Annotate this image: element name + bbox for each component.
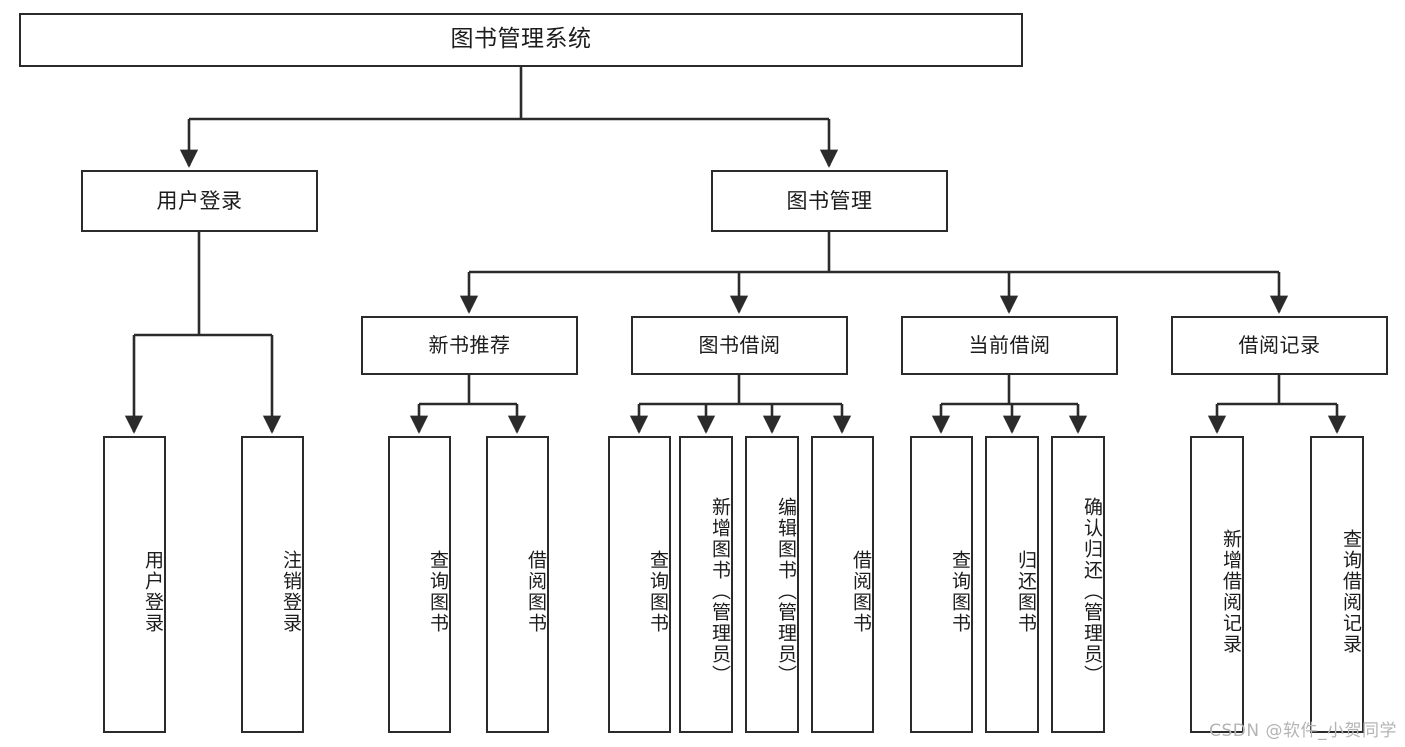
node-user-login[interactable]: 用户登录 [81,170,318,232]
node-leaf-borrow-book-bb-label: 借阅图书 [850,549,872,634]
node-leaf-confirm-return-label: 确认归还（管理员） [1081,497,1103,686]
node-borrow-record[interactable]: 借阅记录 [1171,316,1388,375]
node-leaf-edit-book-label: 编辑图书（管理员） [775,497,797,686]
node-current-borrow[interactable]: 当前借阅 [901,316,1118,375]
node-user-login-label: 用户登录 [156,188,243,213]
node-root[interactable]: 图书管理系统 [19,13,1023,67]
node-leaf-add-book-label: 新增图书（管理员） [709,497,731,686]
node-leaf-query-book-nb[interactable]: 查询图书 [388,436,451,733]
node-leaf-query-book-cb-label: 查询图书 [949,549,971,634]
node-new-book-recommend[interactable]: 新书推荐 [361,316,578,375]
node-leaf-query-book-bb-label: 查询图书 [647,549,669,634]
node-leaf-borrow-book-nb-label: 借阅图书 [525,549,547,634]
node-leaf-confirm-return[interactable]: 确认归还（管理员） [1051,436,1105,733]
node-leaf-add-book[interactable]: 新增图书（管理员） [679,436,733,733]
node-leaf-logout-label: 注销登录 [280,549,302,634]
node-book-borrow[interactable]: 图书借阅 [631,316,848,375]
node-leaf-add-record-label: 新增借阅记录 [1220,528,1242,655]
node-leaf-borrow-book-nb[interactable]: 借阅图书 [486,436,549,733]
node-book-borrow-label: 图书借阅 [698,332,781,357]
node-root-label: 图书管理系统 [450,26,592,53]
node-book-manage[interactable]: 图书管理 [711,170,948,232]
node-leaf-return-book-label: 归还图书 [1015,549,1037,634]
node-leaf-edit-book[interactable]: 编辑图书（管理员） [745,436,799,733]
node-leaf-return-book[interactable]: 归还图书 [985,436,1039,733]
node-leaf-query-book-cb[interactable]: 查询图书 [910,436,973,733]
node-leaf-user-login-label: 用户登录 [142,549,164,634]
node-leaf-query-book-nb-label: 查询图书 [427,549,449,634]
node-borrow-record-label: 借阅记录 [1238,332,1321,357]
node-book-manage-label: 图书管理 [786,188,873,213]
node-leaf-logout[interactable]: 注销登录 [241,436,304,733]
node-new-book-recommend-label: 新书推荐 [428,332,511,357]
node-leaf-user-login[interactable]: 用户登录 [103,436,166,733]
node-leaf-query-book-bb[interactable]: 查询图书 [608,436,671,733]
node-leaf-add-record[interactable]: 新增借阅记录 [1190,436,1244,733]
node-leaf-query-record-label: 查询借阅记录 [1340,528,1362,655]
node-leaf-borrow-book-bb[interactable]: 借阅图书 [811,436,874,733]
csdn-watermark: CSDN @软件_小贺同学 [1209,721,1397,741]
node-leaf-query-record[interactable]: 查询借阅记录 [1310,436,1364,733]
node-current-borrow-label: 当前借阅 [968,332,1051,357]
